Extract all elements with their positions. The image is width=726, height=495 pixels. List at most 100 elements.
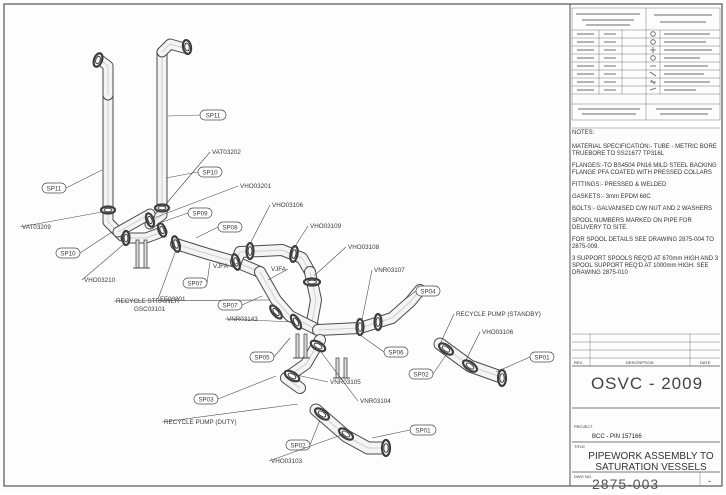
spool-tag-sp06: SP06 xyxy=(355,331,409,358)
leader-line xyxy=(309,419,321,446)
tag-text: VHO03109 xyxy=(310,223,342,230)
manifold-spur xyxy=(112,208,156,238)
leader-line xyxy=(217,375,277,400)
tag-text: VNR03105 xyxy=(330,379,361,386)
note-material: MATERIAL SPECIFICATION:- TUBE - METRIC B… xyxy=(572,144,717,157)
tag-vho03201: VHO03201 xyxy=(153,183,272,219)
spool-tag-text: SP10 xyxy=(60,250,76,257)
revision-table xyxy=(572,333,720,486)
flange-riser-right-top xyxy=(181,38,193,56)
drawing-title: PIPEWORK ASSEMBLY TO SATURATION VESSELS xyxy=(578,451,724,473)
lower-pump-line xyxy=(309,403,391,455)
spool-tag-bubble xyxy=(383,346,409,358)
spool-tag-bubble xyxy=(409,424,437,436)
spool-tag-text: SP01 xyxy=(534,354,550,361)
leader-line xyxy=(355,331,385,353)
note-fittings: FITTINGS:- PRESSED & WELDED xyxy=(572,182,667,188)
support-middle xyxy=(293,333,310,359)
tag-vho03210: VHO03210 xyxy=(81,243,125,284)
pipework-markers xyxy=(92,38,508,458)
tag-vnr03143: VNR03143 xyxy=(224,316,295,323)
spool-tag-sp07b: SP07 xyxy=(217,295,263,311)
support-right xyxy=(333,357,350,379)
note-supports: 3 SUPPORT SPOOLS REQ'D AT 670mm HIGH AND… xyxy=(572,256,719,276)
spool-tag-sp05: SP05 xyxy=(249,337,291,363)
leader-line xyxy=(167,114,201,117)
spool-tag-text: SP01 xyxy=(415,427,431,434)
spool-tag-bubble xyxy=(529,351,555,363)
legend-table xyxy=(571,7,721,129)
leader-line xyxy=(161,212,189,223)
tag-text: VHO03106 xyxy=(272,202,304,209)
tag-vho03109: VHO03109 xyxy=(293,223,342,249)
tag-recycle_strainer: RECYCLE STRAINER xyxy=(113,298,271,305)
flange-vho03106a xyxy=(245,241,255,261)
spool-tag-sp01: SP01 xyxy=(495,351,555,373)
spool-tag-text: SP08 xyxy=(222,224,238,231)
tag-text: VAT03202 xyxy=(212,149,241,156)
tag-text: VJFA xyxy=(213,263,229,270)
spool-tag-bubble xyxy=(285,439,311,451)
tag-text: VHO03108 xyxy=(348,244,380,251)
notes-header: NOTES: xyxy=(572,130,595,136)
leader-line xyxy=(157,249,177,300)
spool-tag-sp02: SP02 xyxy=(408,351,449,380)
tag-text: FE03201 xyxy=(160,296,186,303)
flange-riser-left-top xyxy=(92,52,104,68)
strainer-leg xyxy=(254,266,324,336)
spool-tag-bubble xyxy=(408,368,434,380)
revision-number: - xyxy=(708,476,711,486)
spool-tag-text: SP05 xyxy=(254,354,270,361)
spool-tag-sp01b: SP01 xyxy=(371,424,437,439)
leader-line xyxy=(317,347,359,402)
flange-vho03210 xyxy=(121,229,131,247)
tag-text: VHO03201 xyxy=(240,183,272,190)
leader-line xyxy=(19,211,103,228)
flange-vjfa-b xyxy=(269,304,283,320)
flange-vnr03104 xyxy=(309,339,327,353)
note-spool-numbers: SPOOL NUMBERS MARKED ON PIPE FOR DELIVER… xyxy=(572,218,692,231)
spool-tag-text: SP02 xyxy=(290,442,306,449)
tag-vho03106a: VHO03106 xyxy=(249,202,304,245)
flange-vnr03107 xyxy=(355,317,365,337)
leader-line xyxy=(439,313,455,345)
tag-vnr03105: VNR03105 xyxy=(291,373,361,386)
tag-text: RECYCLE PUMP (STANDBY) xyxy=(456,311,541,318)
manifold-lower xyxy=(120,226,168,244)
spool-tag-text: SP03 xyxy=(198,396,214,403)
spool-tag-text: SP10 xyxy=(202,169,218,176)
tag-gsc03101: GSC03101 xyxy=(134,306,166,313)
sheet-border xyxy=(3,3,723,487)
spool-tag-sp11_b: SP11 xyxy=(167,109,227,121)
spool-tag-sp07: SP07 xyxy=(182,261,211,289)
flange-vnr03105 xyxy=(283,369,301,383)
spool-tag-bubble xyxy=(182,277,208,289)
tag-vho03103: VHO03103 xyxy=(268,433,345,465)
tag-recycle_pump_duty: RECYCLE PUMP (DUTY) xyxy=(161,403,299,426)
spool-tag-bubble xyxy=(41,182,67,194)
spool-tag-sp11_a: SP11 xyxy=(41,169,103,194)
spool-tag-text: SP11 xyxy=(206,112,221,119)
main-header xyxy=(170,238,266,278)
spool-tag-sp04: SP04 xyxy=(403,285,441,301)
tag-text: VNR03104 xyxy=(360,398,391,405)
flange-vho03103 xyxy=(337,427,355,441)
leader-line xyxy=(495,356,531,373)
date-column-label: DATE xyxy=(700,360,711,365)
tag-vat03202: VAT03202 xyxy=(165,149,241,205)
leader-line xyxy=(206,261,211,284)
project-label: PROJECT xyxy=(574,424,593,429)
flange-vho03108 xyxy=(302,277,322,287)
spool-tag-bubble xyxy=(187,207,213,219)
leader-line xyxy=(273,337,291,358)
branch-upper xyxy=(230,244,316,278)
description-column-label: DESCRIPTION xyxy=(626,360,654,365)
tag-vho03106b: VHO03106 xyxy=(465,329,514,361)
spool-tag-sp08: SP08 xyxy=(195,221,243,239)
leader-line xyxy=(268,433,345,462)
project-number: BCC - PIN 157166 xyxy=(592,434,642,440)
leader-line xyxy=(229,261,241,267)
spool-tag-bubble xyxy=(197,166,223,178)
leader-line xyxy=(465,331,481,361)
flange-vjfa-a xyxy=(230,253,242,271)
